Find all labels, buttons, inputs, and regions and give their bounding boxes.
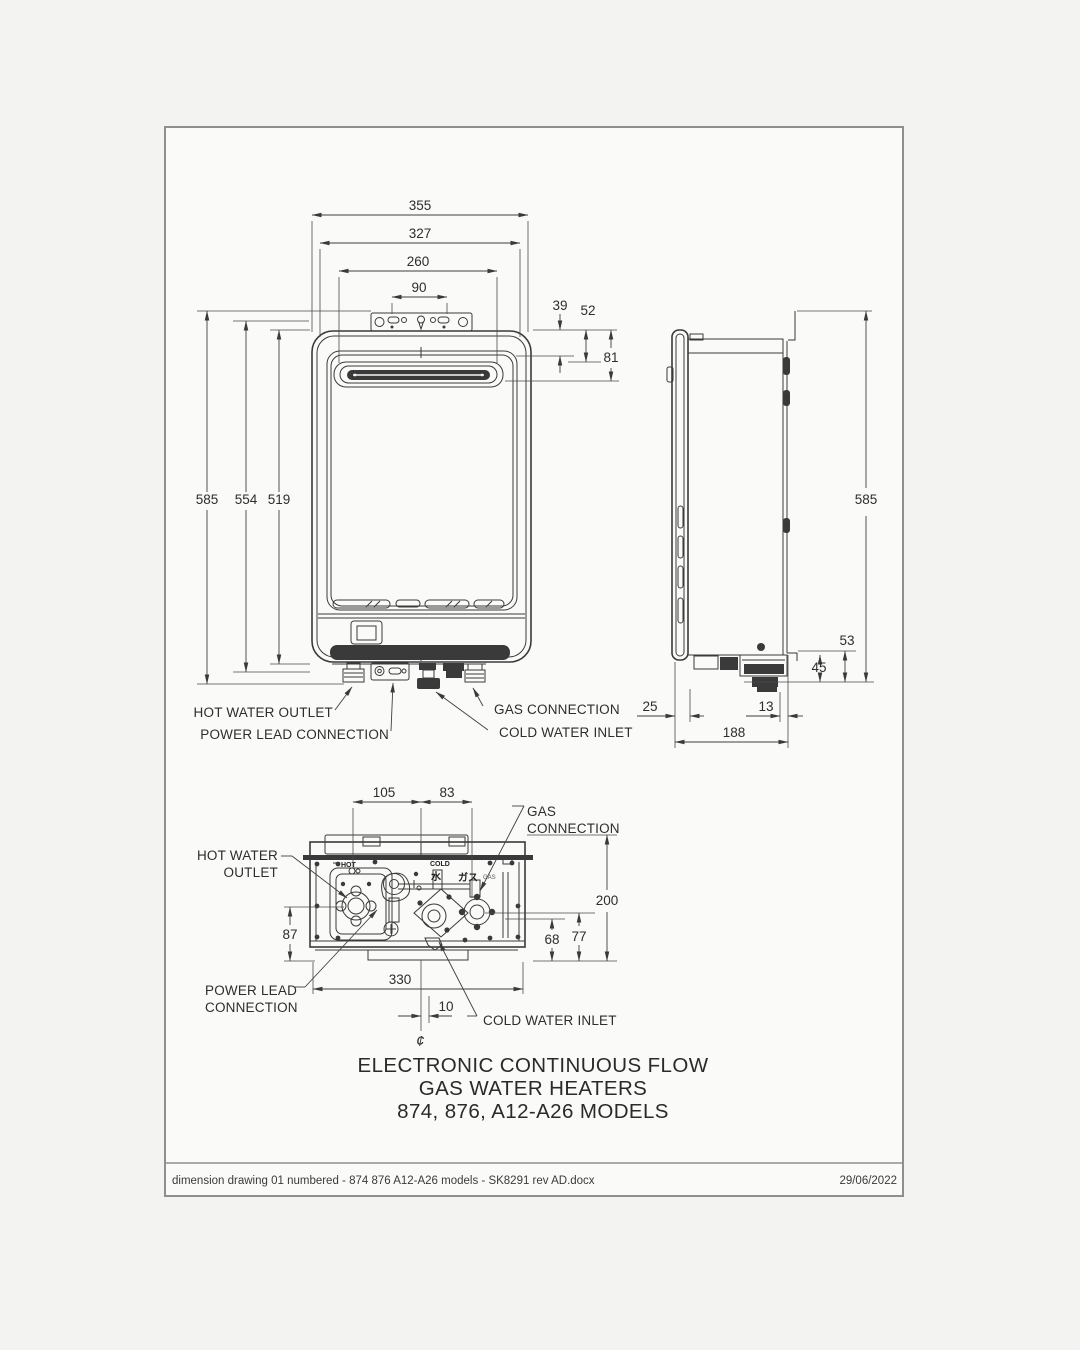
label-gas-line1: GAS xyxy=(527,804,556,819)
label-power-line1: POWER LEAD xyxy=(205,983,297,998)
front-unit-body xyxy=(311,330,532,665)
dim-25: 25 xyxy=(642,699,657,714)
dim-77: 77 xyxy=(571,929,586,944)
dim-519: 519 xyxy=(268,492,291,507)
title-line1: ELECTRONIC CONTINUOUS FLOW xyxy=(358,1054,709,1077)
dim-10: 10 xyxy=(438,999,453,1014)
dim-585-front: 585 xyxy=(196,492,219,507)
dim-52: 52 xyxy=(580,303,595,318)
dim-90: 90 xyxy=(411,280,426,295)
side-dims: 585 53 45 25 13 188 xyxy=(637,310,878,748)
label-hot-line2: OUTLET xyxy=(224,865,278,880)
plan-unit-body: HOT COLD 水 ガス GAS xyxy=(303,834,533,961)
dim-53: 53 xyxy=(839,633,854,648)
mark-gas-katakana: ガス xyxy=(458,871,478,884)
mark-cold: COLD xyxy=(430,861,450,868)
label-hot-line1: HOT WATER xyxy=(197,848,278,863)
footer: dimension drawing 01 numbered - 874 876 … xyxy=(172,1175,897,1187)
side-view: 585 53 45 25 13 188 xyxy=(637,310,878,748)
label-power-line2: CONNECTION xyxy=(205,1000,298,1015)
dim-355: 355 xyxy=(409,198,432,213)
front-top-dims: 355 327 260 90 xyxy=(311,198,529,363)
mark-water-kanji: 水 xyxy=(430,870,442,883)
dim-327: 327 xyxy=(409,226,432,241)
footer-filename: dimension drawing 01 numbered - 874 876 … xyxy=(172,1175,595,1187)
dim-585-side: 585 xyxy=(855,492,878,507)
dim-39: 39 xyxy=(552,298,567,313)
mark-hot: HOT xyxy=(341,862,357,869)
dim-200: 200 xyxy=(596,893,619,908)
dim-260: 260 xyxy=(407,254,430,269)
front-left-dims: 585 554 519 xyxy=(196,310,371,685)
dim-81: 81 xyxy=(603,350,618,365)
dim-68: 68 xyxy=(544,932,559,947)
footer-date: 29/06/2022 xyxy=(839,1175,897,1187)
mark-gas-small: GAS xyxy=(483,875,496,881)
dim-83: 83 xyxy=(439,785,454,800)
dim-13: 13 xyxy=(758,699,773,714)
dim-554: 554 xyxy=(235,492,258,507)
label-cold-water-inlet-plan: COLD WATER INLET xyxy=(483,1013,617,1028)
centreline-symbol: ¢ xyxy=(416,1033,424,1050)
dim-330: 330 xyxy=(389,972,412,987)
plan-dims: 105 83 200 87 68 77 xyxy=(282,785,618,1050)
label-gas-line2: CONNECTION xyxy=(527,821,620,836)
label-gas-connection-front: GAS CONNECTION xyxy=(494,702,620,717)
front-bottom-fittings xyxy=(342,662,486,689)
title-line2: GAS WATER HEATERS xyxy=(419,1077,648,1100)
front-connection-labels: HOT WATER OUTLET POWER LEAD CONNECTION G… xyxy=(194,682,633,742)
dim-105: 105 xyxy=(373,785,396,800)
plan-view: HOT COLD 水 ガス GAS 105 83 200 8 xyxy=(197,785,620,1050)
dim-45: 45 xyxy=(811,660,826,675)
label-hot-water-outlet-front: HOT WATER OUTLET xyxy=(194,705,333,720)
sheet-frame xyxy=(164,126,904,1197)
label-power-lead-connection-front: POWER LEAD CONNECTION xyxy=(200,727,389,742)
dim-188: 188 xyxy=(723,725,746,740)
title-block: ELECTRONIC CONTINUOUS FLOW GAS WATER HEA… xyxy=(358,1054,709,1123)
plan-connection-labels: GAS CONNECTION HOT WATER OUTLET POWER LE… xyxy=(197,804,620,1028)
front-right-dims: 39 52 81 xyxy=(505,298,619,382)
dim-87: 87 xyxy=(282,927,297,942)
front-view: 355 327 260 90 39 52 81 xyxy=(194,198,633,742)
side-unit-body xyxy=(666,311,798,692)
label-cold-water-inlet-front: COLD WATER INLET xyxy=(499,725,633,740)
title-line3: 874, 876, A12-A26 MODELS xyxy=(397,1100,669,1123)
